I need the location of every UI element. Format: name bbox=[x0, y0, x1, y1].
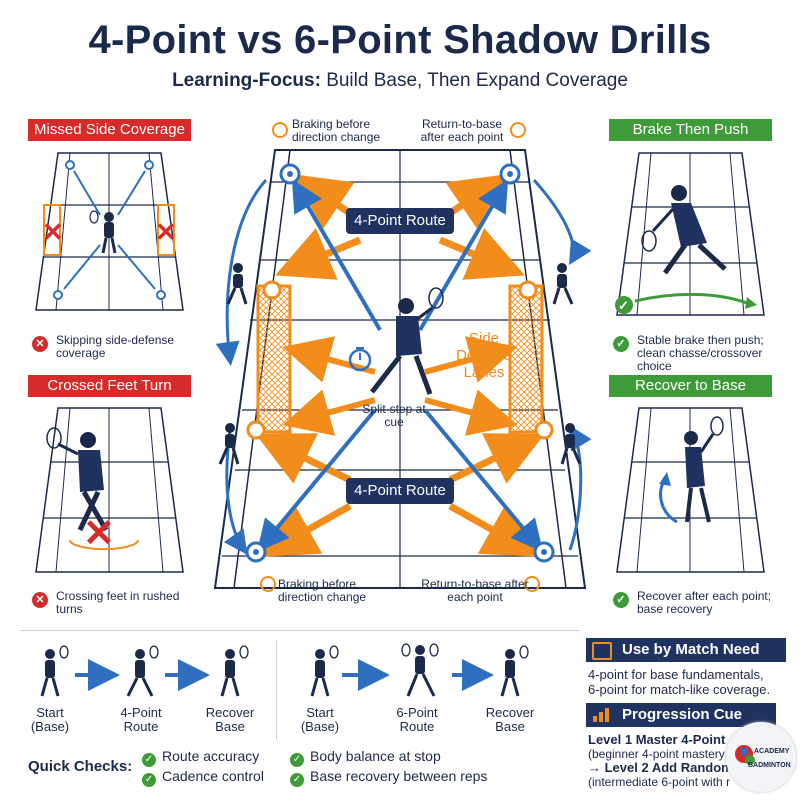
check-icon: ✓ bbox=[142, 753, 156, 767]
use-by-match-header: Use by Match Need bbox=[586, 638, 786, 662]
seq4-step-recover: Recover Base bbox=[205, 705, 255, 734]
check-icon: ✓ bbox=[290, 753, 304, 767]
crossed-feet-x-icon: ✕ bbox=[32, 592, 48, 608]
page-subtitle: Learning-Focus: Build Base, Then Expand … bbox=[0, 70, 800, 92]
missed-side-caption: Skipping side-defense coverage bbox=[56, 333, 175, 360]
crossed-feet-header: Crossed Feet Turn bbox=[28, 375, 191, 397]
check-icon: ✓ bbox=[290, 773, 304, 787]
seq6-step-route: 6-Point Route bbox=[396, 705, 438, 734]
academy-logo: ACADEMY BADMINTON bbox=[726, 722, 796, 792]
sequence-figures bbox=[40, 643, 529, 697]
recover-base-check-icon: ✓ bbox=[613, 592, 629, 608]
split-step-label: Split-step at cue bbox=[362, 402, 426, 429]
brake-push-caption: Stable brake then push; clean chasse/cro… bbox=[637, 333, 764, 373]
use-by-match-line1: 4-point for base fundamentals, bbox=[588, 667, 764, 682]
side-defense-lanes-label: Side Defense Lanes bbox=[456, 330, 512, 381]
top-left-note: Braking before direction change bbox=[292, 117, 381, 144]
calendar-icon bbox=[592, 642, 612, 660]
brake-push-court: ✓ bbox=[615, 152, 765, 316]
recover-base-court bbox=[616, 407, 765, 573]
seq6-step-recover: Recover Base bbox=[485, 705, 535, 734]
seq6-step-start: Start (Base) bbox=[300, 705, 340, 734]
bottom-divider bbox=[20, 630, 580, 631]
missed-side-court: ✕ ✕ bbox=[35, 152, 184, 311]
progression-header: Progression Cue bbox=[586, 703, 776, 727]
crossed-feet-court: ✕ bbox=[35, 407, 184, 573]
quick-check-item: ✓Body balance at stop bbox=[290, 748, 441, 767]
route-label-bottom: 4-Point Route bbox=[346, 478, 454, 504]
brake-push-header: Brake Then Push bbox=[609, 119, 772, 141]
quick-check-item: ✓Cadence control bbox=[142, 768, 264, 787]
logo-line1: ACADEMY bbox=[754, 748, 790, 755]
progression-line2: (beginner 4-point mastery bbox=[588, 747, 725, 761]
logo-shuttle-icon bbox=[735, 745, 755, 765]
bottom-right-note: Return-to-base after each point bbox=[421, 577, 529, 604]
check-icon: ✓ bbox=[142, 773, 156, 787]
progression-line3: → Level 2 Add Random bbox=[588, 760, 733, 775]
recover-base-header: Recover to Base bbox=[609, 375, 772, 397]
progression-line4: (intermediate 6-point with r bbox=[588, 775, 731, 789]
route-label-top: 4-Point Route bbox=[346, 208, 454, 234]
progression-line1: Level 1 Master 4-Point bbox=[588, 732, 726, 747]
seq4-step-route: 4-Point Route bbox=[120, 705, 162, 734]
quick-check-item: ✓Base recovery between reps bbox=[290, 768, 487, 787]
focus-text: Build Base, Then Expand Coverage bbox=[326, 70, 628, 91]
bottom-left-note: Braking before direction change bbox=[278, 577, 367, 604]
missed-side-x-icon: ✕ bbox=[32, 336, 48, 352]
quick-check-item: ✓Route accuracy bbox=[142, 748, 259, 767]
seq4-step-start: Start (Base) bbox=[30, 705, 70, 734]
svg-text:✓: ✓ bbox=[618, 298, 629, 313]
crossed-feet-caption: Crossing feet in rushed turns bbox=[56, 589, 180, 616]
main-court-diagram bbox=[213, 122, 592, 592]
quick-checks-label: Quick Checks: bbox=[28, 758, 133, 775]
recover-base-caption: Recover after each point; base recovery bbox=[637, 589, 772, 616]
svg-text:✕: ✕ bbox=[42, 217, 64, 247]
page-title: 4-Point vs 6-Point Shadow Drills bbox=[88, 18, 712, 62]
missed-side-header: Missed Side Coverage bbox=[28, 119, 191, 141]
top-right-note: Return-to-base after each point bbox=[420, 117, 504, 144]
brake-push-check-icon: ✓ bbox=[613, 336, 629, 352]
sequence-divider bbox=[276, 640, 277, 740]
svg-text:✕: ✕ bbox=[155, 217, 177, 247]
use-by-match-line2: 6-point for match-like coverage. bbox=[588, 682, 771, 697]
logo-line2: BADMINTON bbox=[748, 762, 791, 769]
bar-chart-icon bbox=[593, 708, 609, 722]
focus-label: Learning-Focus: bbox=[172, 70, 321, 91]
